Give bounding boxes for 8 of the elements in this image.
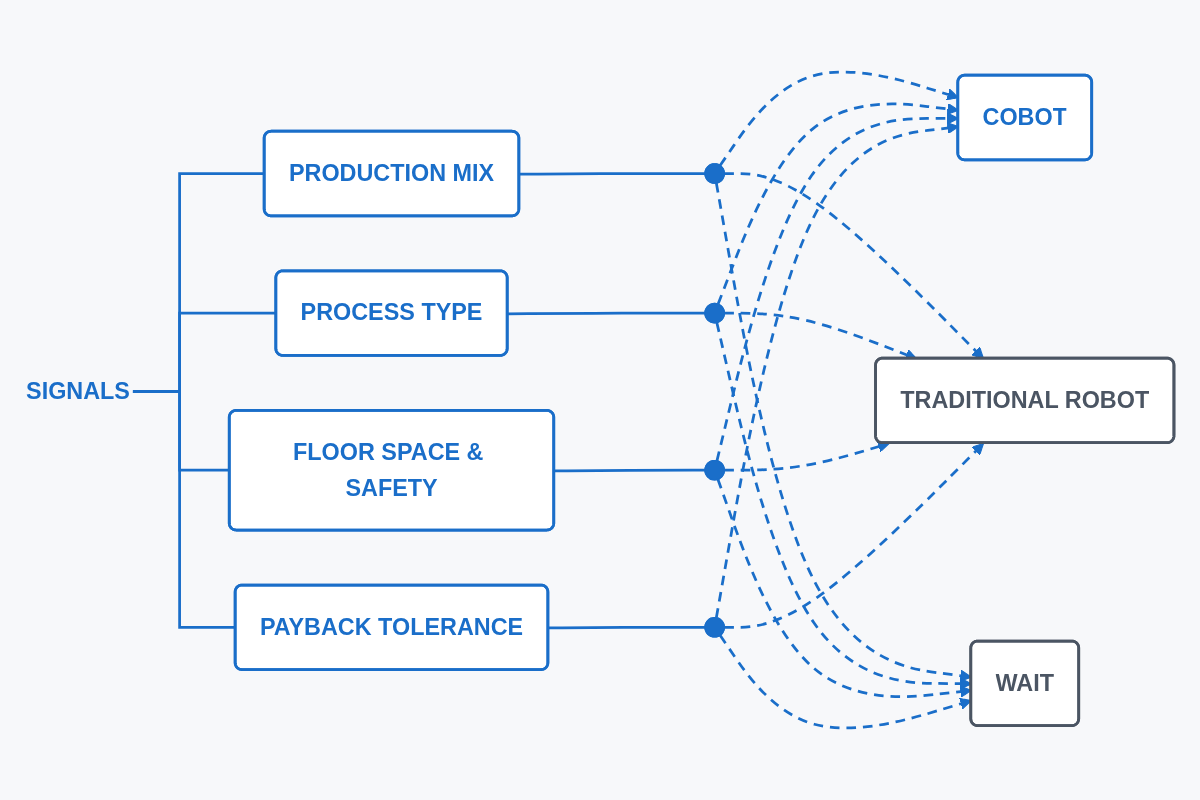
connector xyxy=(132,390,236,629)
arrow xyxy=(724,442,985,629)
connector xyxy=(554,468,706,473)
connector xyxy=(507,311,706,316)
node-text: SIGNALS xyxy=(26,378,130,405)
connector xyxy=(548,625,706,630)
connector xyxy=(519,172,706,176)
arrow xyxy=(724,440,890,472)
